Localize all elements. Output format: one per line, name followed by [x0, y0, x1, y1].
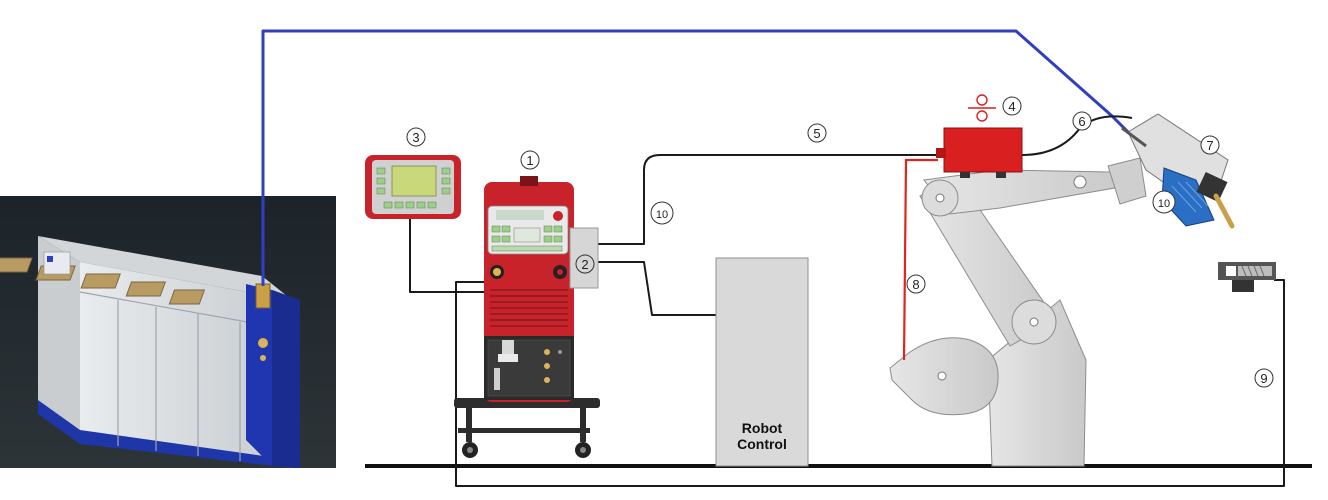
- svg-text:2: 2: [581, 257, 588, 272]
- welding-robot: [889, 127, 1147, 467]
- callout-torch: 7: [1200, 135, 1220, 155]
- robot-control-label-line2: Control: [737, 436, 787, 452]
- robot-control-label-line1: Robot: [742, 420, 783, 436]
- callout-power-source: 1: [520, 150, 540, 170]
- remote-control-unit: [365, 155, 461, 219]
- svg-text:3: 3: [412, 130, 419, 145]
- svg-text:7: 7: [1206, 138, 1213, 153]
- callout-cable-5: 5: [807, 123, 827, 143]
- power-source: [454, 176, 600, 458]
- robot-control-cabinet: Robot Control: [715, 257, 809, 467]
- callout-wire-feeder: 4: [1002, 96, 1022, 116]
- plasma-cabinet-photo: [0, 196, 336, 468]
- tcp-sensor: [1218, 262, 1276, 292]
- svg-text:5: 5: [813, 126, 820, 141]
- svg-text:10: 10: [656, 209, 668, 221]
- callout-wire-guide: 8: [906, 274, 926, 294]
- wire-drive-rolls-icon: [968, 94, 996, 122]
- callout-remote-control: 3: [406, 127, 426, 147]
- callout-cable-10-torch: 10: [1152, 190, 1176, 214]
- svg-text:8: 8: [912, 277, 919, 292]
- callout-cable-6: 6: [1072, 111, 1092, 131]
- svg-text:9: 9: [1260, 371, 1267, 386]
- callout-cable-10-top: 10: [650, 201, 674, 225]
- svg-text:6: 6: [1078, 114, 1085, 129]
- svg-text:4: 4: [1008, 99, 1015, 114]
- svg-text:10: 10: [1158, 198, 1170, 210]
- callout-interface: 2: [575, 254, 595, 274]
- callout-cable-9: 9: [1254, 368, 1274, 388]
- svg-text:1: 1: [526, 153, 533, 168]
- plasma-cable: [261, 29, 1138, 286]
